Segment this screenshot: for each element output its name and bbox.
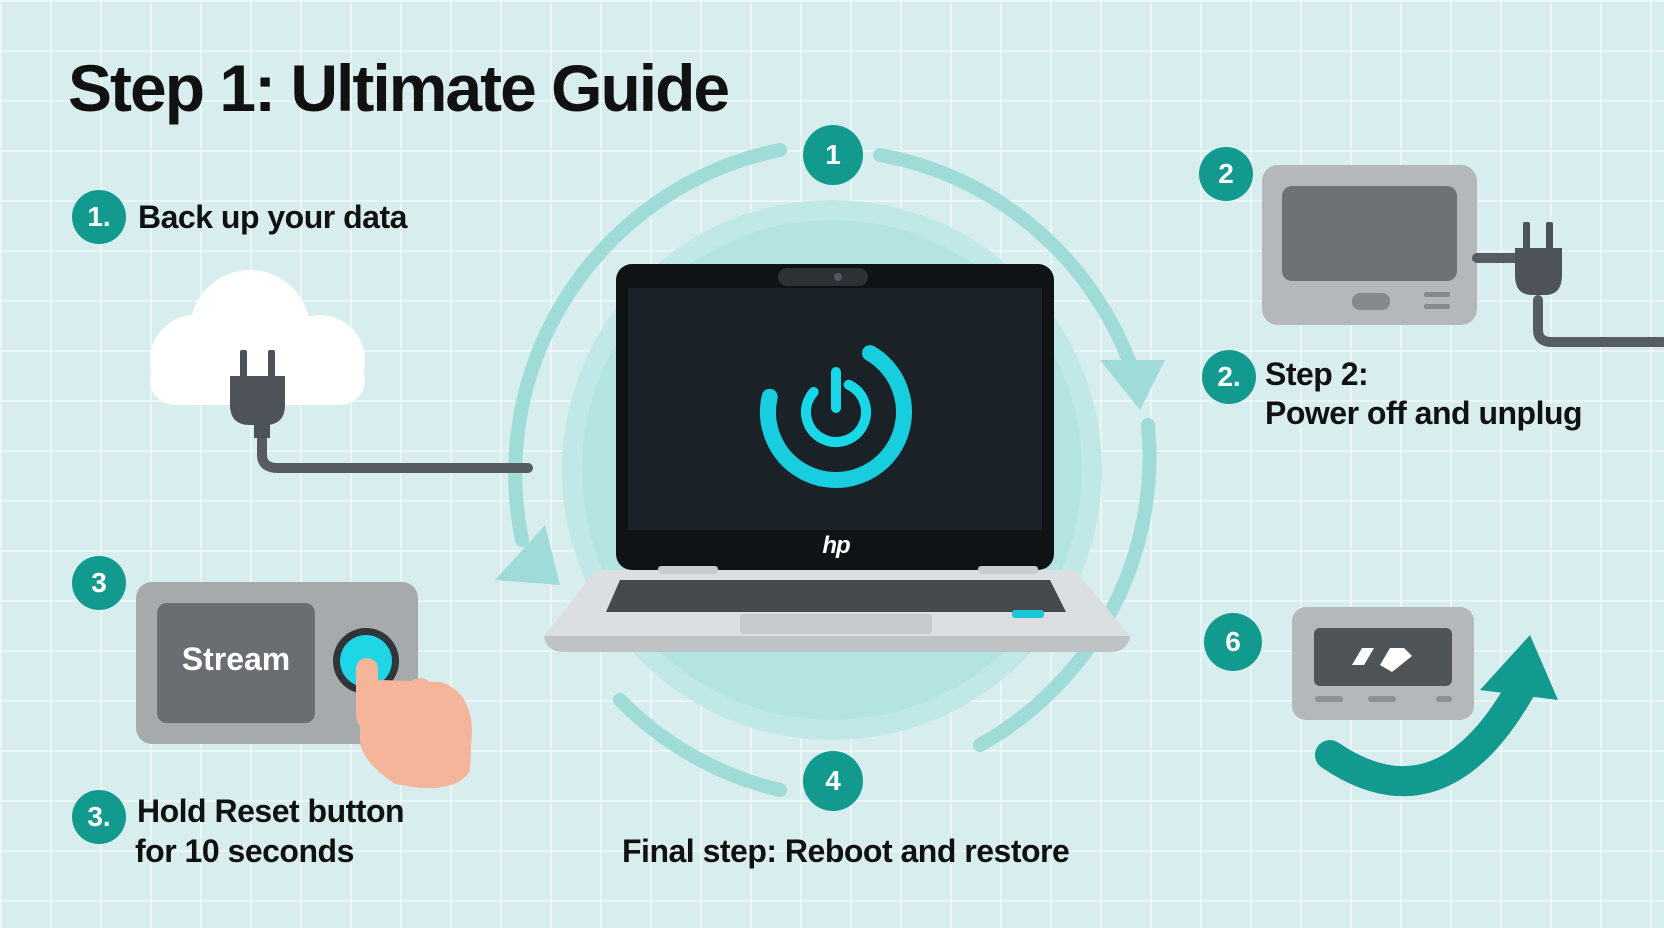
hand-pointer-icon [356,658,472,789]
cycle-badge-6: 6 [1204,613,1262,671]
power-icon [760,336,912,488]
step-text-power-off-line2: Power off and unplug [1265,395,1583,431]
cycle-badge-2: 2 [1199,147,1253,201]
device-bottom-right [1292,607,1474,720]
step-badge-hold-reset: 3. [72,790,126,844]
plug-icon [230,350,285,438]
plug-icon-right [1515,222,1562,295]
laptop [544,264,1130,652]
curved-arrow-icon [1315,675,1535,797]
curved-arrow-head [1480,635,1558,700]
step-badge-backup: 1. [72,190,126,244]
step-text-backup: Back up your data [138,199,407,235]
cycle-arc-right [973,418,1157,752]
cycle-arrowhead-left [495,525,560,585]
device-top-right [1262,165,1477,325]
cycle-arrowhead-right [1100,360,1165,410]
cycle-badge-1: 1 [803,125,863,185]
laptop-keyboard [606,580,1066,612]
cycle-arc-bottom [613,693,787,797]
reset-device [136,582,418,744]
right-cable [1472,253,1664,347]
step-text-power-off-line1: Step 2: [1265,356,1369,392]
laptop-logo: hp [822,532,850,559]
cycle-badge-3: 3 [72,556,126,610]
left-cable [257,425,533,473]
step-badge-power-off: 2. [1202,350,1256,404]
cycle-arc-top-right [873,148,1147,402]
page-title: Step 1: Ultimate Guide [68,51,730,125]
step-text-hold-reset-line2: for 10 seconds [135,833,354,869]
laptop-touchpad [740,614,932,634]
step-text-hold-reset-line1: Hold Reset button [137,793,405,829]
cycle-badge-4: 4 [803,751,863,811]
step-text-final: Final step: Reboot and restore [622,833,1070,869]
reset-device-label: Stream [181,641,291,677]
